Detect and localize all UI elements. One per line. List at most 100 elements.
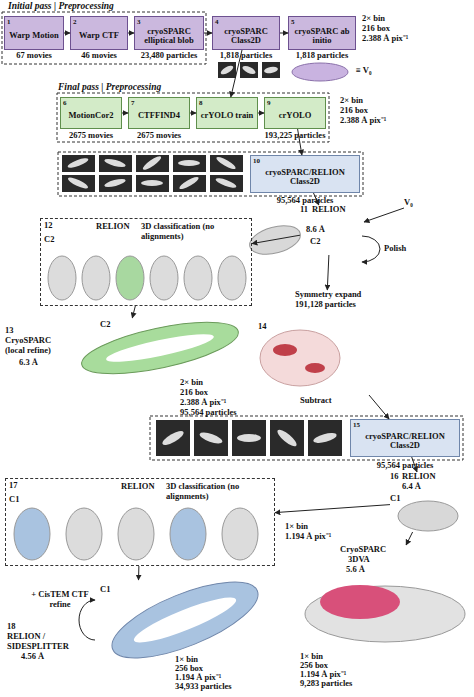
annotation: 95,564 particles xyxy=(180,408,237,418)
node-text: cryoSPARC elliptical blob xyxy=(137,27,201,46)
classification-box: 12 RELION 3D classification (no alignments… xyxy=(40,218,252,306)
step-number: 4 xyxy=(215,18,219,26)
annotation: 2.388 Å pix⁻¹ xyxy=(362,34,408,44)
node-text: RELION xyxy=(96,222,130,232)
classification-box: 17C1RELION3D classification (no alignmen… xyxy=(5,478,275,566)
node-text: 6.4 Å xyxy=(402,482,421,492)
annotation: Subtract xyxy=(300,396,332,406)
annotation: 95,564 particles xyxy=(250,196,360,206)
annotation: ≡ V₀ xyxy=(356,66,372,76)
annotation: 1,818 particles xyxy=(212,51,280,61)
annotation: + CisTEM CTF refine xyxy=(30,590,90,609)
dashed-frame xyxy=(57,93,329,142)
step-number: 8 xyxy=(199,99,203,107)
node-text: MotionCor2 xyxy=(69,111,114,121)
flow-arrow xyxy=(258,113,264,114)
annotation: 2.388 Å pix⁻¹ xyxy=(340,116,386,126)
annotation: 95,564 particles xyxy=(350,461,460,471)
step-number: 11 xyxy=(300,205,308,215)
box-body: cryoSPARC/RELION Class2D xyxy=(251,162,359,192)
map-step: Symmetry expand191,128 particles 14 xyxy=(250,290,400,395)
flow-arrow xyxy=(138,566,139,580)
process-box: 3cryoSPARC elliptical blob xyxy=(134,16,204,50)
node-text: CTFFIND4 xyxy=(138,111,180,121)
step-number: 3 xyxy=(137,18,141,26)
annotation: 1× bin xyxy=(285,522,308,532)
class-maps xyxy=(48,256,246,300)
step-number: 15 xyxy=(353,421,360,429)
flow-arrow xyxy=(327,255,329,290)
flow-arrow xyxy=(369,395,389,419)
annotation: 2× bin xyxy=(180,378,203,388)
flow-arrow xyxy=(406,532,413,545)
node-text: C1 xyxy=(9,495,19,505)
polish-loop xyxy=(362,236,380,262)
flow-arrow xyxy=(252,235,300,243)
annotation: Polish xyxy=(384,244,406,254)
node-text: RELION xyxy=(402,472,436,482)
step-number: 16 xyxy=(390,472,399,482)
node-text: CryoSPARC (local refine) xyxy=(5,336,67,355)
annotation: 46 movies xyxy=(70,51,128,61)
box-body: cryoSPARC ab initio xyxy=(289,23,355,49)
node-text: 3D classification (no alignments) xyxy=(141,222,246,241)
annotation: 1.194 Å pix⁻¹ xyxy=(285,532,331,542)
annotation: 216 box xyxy=(362,24,390,34)
map-step: 16RELION6.4 ÅC1 xyxy=(390,472,465,532)
node-text: 14 xyxy=(258,322,267,332)
class-averages xyxy=(62,154,243,192)
node-text: RELION / SIDESPLITTER xyxy=(7,632,79,651)
box-body: CTFFIND4 xyxy=(129,104,189,128)
step-number: 18 xyxy=(7,622,16,632)
flow-arrow xyxy=(64,33,70,34)
map-step: 11RELION8.6 ÅC2 xyxy=(300,205,360,255)
step-number: CryoSPARC xyxy=(340,545,386,555)
node-text: C2 xyxy=(310,237,320,247)
node-text: 6.3 Å xyxy=(19,358,38,368)
node-text: 5.6 Å xyxy=(346,565,365,575)
map-step: CryoSPARC3DVA5.6 Å xyxy=(290,545,470,650)
box-body: cryoSPARC/RELION Class2D xyxy=(351,426,459,456)
map-step: 13CryoSPARC (local refine)6.3 Å xyxy=(5,318,245,378)
node-text: C1 xyxy=(390,494,400,504)
step-number: 17 xyxy=(9,481,18,491)
node-text: C2 xyxy=(44,235,54,245)
annotation: 2× bin xyxy=(362,14,385,24)
annotation: C1 xyxy=(100,585,110,595)
density-map xyxy=(247,221,304,260)
annotation: 2675 movies xyxy=(128,131,190,141)
node-text: cryoSPARC/RELION Class2D xyxy=(353,432,457,451)
step-number: 12 xyxy=(44,221,53,231)
v0-arrow xyxy=(364,208,404,222)
node-text: crYOLO xyxy=(279,111,312,121)
annotation: V₀ xyxy=(404,198,413,208)
box-body: Warp CTF xyxy=(71,23,127,49)
annotation: 193,225 particles xyxy=(264,131,326,141)
dashed-frame xyxy=(58,152,363,196)
node-text: crYOLO train xyxy=(201,111,254,121)
node-text: 8.6 Å xyxy=(306,225,325,235)
step-number: Symmetry expand xyxy=(295,290,361,300)
initial-volume xyxy=(292,63,348,81)
class-averages xyxy=(156,420,342,456)
box-body: cryoSPARC elliptical blob xyxy=(135,23,203,49)
class2d-box: 10cryoSPARC/RELION Class2D xyxy=(250,155,360,193)
node-text: RELION xyxy=(121,482,155,492)
process-box: 6MotionCor2 xyxy=(60,97,122,129)
density-map xyxy=(103,567,267,674)
annotation: 67 movies xyxy=(4,51,64,61)
annotation: 9,283 particles xyxy=(300,679,352,689)
node-text: Warp Motion xyxy=(9,31,58,41)
node-text: 191,128 particles xyxy=(295,300,356,310)
dashed-frame xyxy=(150,416,463,460)
box-body: cryoSPARC Class2D xyxy=(213,23,279,49)
section-heading: Final pass | Preprocessing xyxy=(58,83,161,93)
process-box: 8 crYOLO train xyxy=(196,97,258,129)
flow-arrow xyxy=(132,306,135,318)
step-number: 5 xyxy=(291,18,295,26)
node-text: cryoSPARC/RELION Class2D xyxy=(253,168,357,187)
annotation: 23,480 particles xyxy=(134,51,204,61)
process-box: 9crYOLO xyxy=(264,97,326,129)
